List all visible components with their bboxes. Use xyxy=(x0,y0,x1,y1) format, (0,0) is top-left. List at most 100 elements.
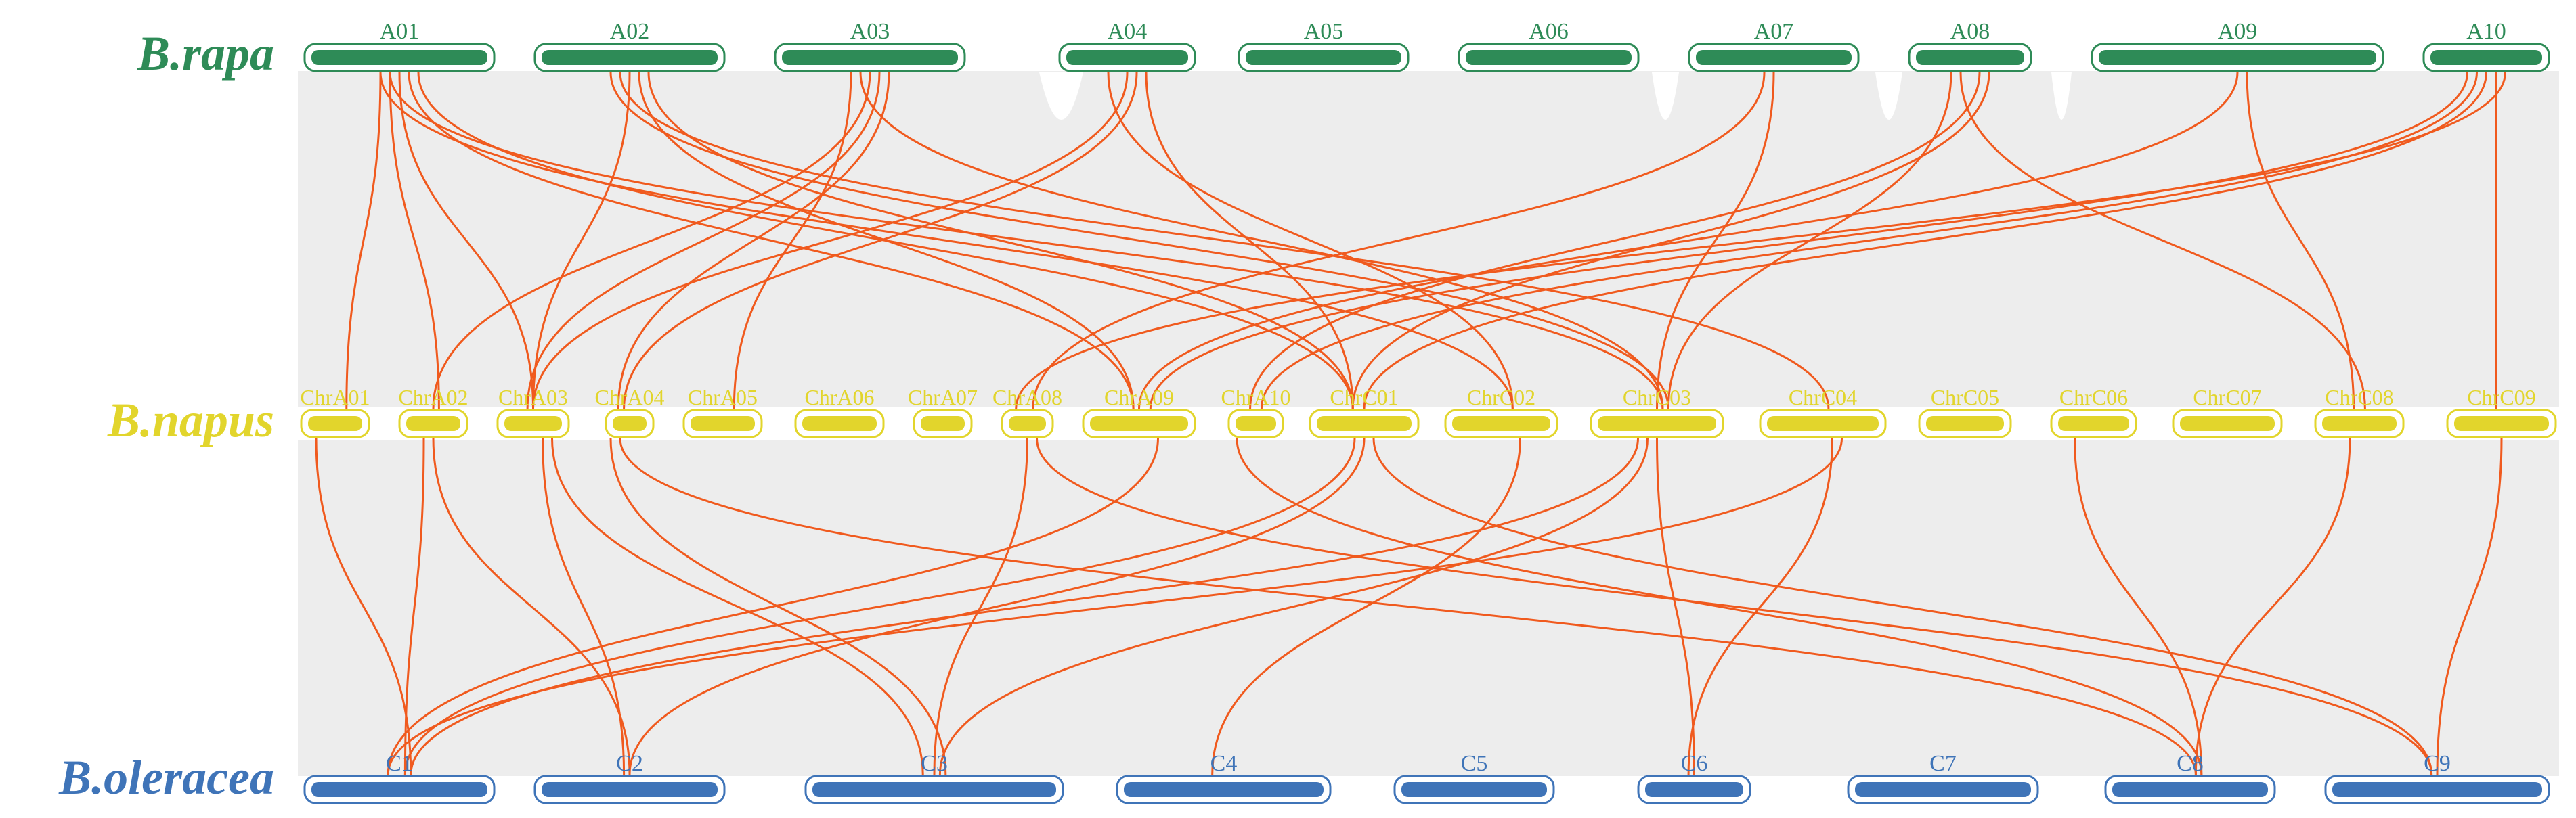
chromosome-bar-ChrA04 xyxy=(613,416,647,431)
chromosome-bar-A09 xyxy=(2099,50,2376,65)
chromosome-label-A10: A10 xyxy=(2466,19,2506,44)
chromosome-label-C2: C2 xyxy=(616,751,643,776)
rapa-napus-link-A04-ChrC01 xyxy=(1145,72,1354,409)
napus-oleracea-link-ChrC01-C9 xyxy=(1372,438,2433,775)
chromosome-label-ChrC05: ChrC05 xyxy=(1931,385,1999,409)
rapa-napus-link-A08-ChrA10 xyxy=(1249,72,1981,409)
chromosome-label-A09: A09 xyxy=(2218,19,2258,44)
rapa-napus-link-A10-ChrA10 xyxy=(1260,72,2478,409)
chromosome-label-ChrA03: ChrA03 xyxy=(498,385,568,409)
chromosome-bar-C8 xyxy=(2112,782,2268,797)
chromosome-label-ChrA08: ChrA08 xyxy=(992,385,1062,409)
napus-oleracea-link-ChrA04-C3 xyxy=(609,438,947,775)
chromosome-bar-C9 xyxy=(2332,782,2542,797)
rapa-napus-link-A04-ChrC02 xyxy=(1107,72,1514,409)
chromosome-label-C6: C6 xyxy=(1681,751,1708,776)
rapa-napus-link-A07-ChrC03 xyxy=(1656,72,1775,409)
chromosome-label-ChrA04: ChrA04 xyxy=(594,385,664,409)
chromosome-bar-A04 xyxy=(1066,50,1188,65)
background-gap xyxy=(1039,72,1083,120)
species-label-napus: B.napus xyxy=(107,393,274,447)
napus-oleracea-link-ChrC09-C9 xyxy=(2436,438,2503,775)
rapa-napus-link-A03-ChrC03 xyxy=(859,72,1664,409)
chromosome-bar-ChrA06 xyxy=(802,416,877,431)
species-label-oleracea: B.oleracea xyxy=(59,750,274,804)
chromosome-label-C5: C5 xyxy=(1461,751,1488,776)
rapa-napus-link-A10-ChrC01 xyxy=(1363,72,2487,409)
chromosome-bar-A05 xyxy=(1246,50,1401,65)
chromosome-label-ChrA01: ChrA01 xyxy=(300,385,370,409)
napus-oleracea-link-ChrC03-C6 xyxy=(1656,438,1695,775)
chromosome-label-ChrC06: ChrC06 xyxy=(2059,385,2128,409)
chromosome-bar-ChrA10 xyxy=(1236,416,1276,431)
napus-oleracea-link-ChrC03-C1 xyxy=(410,438,1639,775)
rapa-napus-link-A03-ChrA05 xyxy=(733,72,852,409)
chromosome-label-A04: A04 xyxy=(1108,19,1148,44)
chromosome-label-A05: A05 xyxy=(1304,19,1344,44)
chromosome-label-ChrC09: ChrC09 xyxy=(2467,385,2535,409)
chromosome-bar-C1 xyxy=(311,782,487,797)
chromosome-bar-A01 xyxy=(311,50,487,65)
rapa-napus-link-A01-ChrC02 xyxy=(379,72,1514,409)
chromosome-label-C7: C7 xyxy=(1929,751,1957,776)
napus-oleracea-link-ChrA03-C3 xyxy=(551,438,924,775)
chromosome-label-ChrC08: ChrC08 xyxy=(2325,385,2393,409)
chromosome-label-ChrC07: ChrC07 xyxy=(2193,385,2261,409)
napus-oleracea-link-ChrA08-C9 xyxy=(1036,438,2433,775)
rapa-napus-link-A04-ChrA04 xyxy=(623,72,1138,409)
rapa-napus-link-A04-ChrA03 xyxy=(532,72,1129,409)
rapa-napus-link-A02-ChrA03 xyxy=(532,72,631,409)
chromosome-label-ChrA09: ChrA09 xyxy=(1104,385,1174,409)
chromosome-label-ChrA02: ChrA02 xyxy=(398,385,468,409)
chromosome-label-A02: A02 xyxy=(610,19,650,44)
rapa-napus-link-A01-ChrA03 xyxy=(398,72,534,409)
chromosome-bar-A10 xyxy=(2430,50,2542,65)
napus-oleracea-link-ChrC04-C1 xyxy=(387,438,1843,775)
chromosome-label-C1: C1 xyxy=(386,751,413,776)
chromosome-bar-A02 xyxy=(542,50,718,65)
chromosome-bar-A06 xyxy=(1466,50,1632,65)
chromosome-label-A03: A03 xyxy=(850,19,890,44)
napus-oleracea-link-ChrC04-C6 xyxy=(1687,438,1833,775)
chromosome-bar-ChrC07 xyxy=(2180,416,2275,431)
chromosome-bar-ChrC09 xyxy=(2454,416,2549,431)
chromosome-bar-ChrC03 xyxy=(1598,416,1716,431)
rapa-napus-link-A10-ChrA08 xyxy=(1015,72,2506,409)
chromosome-label-C4: C4 xyxy=(1210,751,1238,776)
napus-oleracea-link-ChrA04-C8 xyxy=(619,438,2197,775)
chromosome-label-ChrA10: ChrA10 xyxy=(1221,385,1290,409)
chromosome-label-ChrC01: ChrC01 xyxy=(1330,385,1398,409)
chromosome-bar-A03 xyxy=(782,50,958,65)
rapa-napus-link-A01-ChrC03 xyxy=(389,72,1664,409)
chromosome-bar-ChrC01 xyxy=(1317,416,1412,431)
chromosome-label-ChrC04: ChrC04 xyxy=(1789,385,1857,409)
chromosome-label-C3: C3 xyxy=(921,751,948,776)
chromosome-bar-ChrC04 xyxy=(1767,416,1879,431)
rapa-napus-link-A02-ChrC03 xyxy=(609,72,1669,409)
chromosome-bar-ChrA09 xyxy=(1090,416,1188,431)
chromosome-bar-ChrA08 xyxy=(1009,416,1046,431)
rapa-napus-link-A01-ChrA01 xyxy=(345,72,382,409)
rapa-napus-link-A09-ChrC08 xyxy=(2246,72,2355,409)
chromosome-label-A07: A07 xyxy=(1754,19,1794,44)
rapa-napus-link-A09-ChrA09 xyxy=(1138,72,2239,409)
chromosome-bar-ChrC06 xyxy=(2058,416,2129,431)
chromosome-bar-C5 xyxy=(1401,782,1547,797)
chromosome-bar-ChrA02 xyxy=(406,416,460,431)
chromosome-label-ChrA05: ChrA05 xyxy=(688,385,758,409)
napus-oleracea-link-ChrA08-C3 xyxy=(933,438,1028,775)
background-gap xyxy=(1875,72,1902,120)
napus-oleracea-link-ChrA09-C1 xyxy=(387,438,1159,775)
chromosome-label-A08: A08 xyxy=(1950,19,1990,44)
chromosome-label-C9: C9 xyxy=(2424,751,2451,776)
rapa-napus-link-A08-ChrC01 xyxy=(1351,72,1990,409)
napus-oleracea-link-ChrC02-C4 xyxy=(1211,438,1521,775)
napus-oleracea-link-ChrA02-C1 xyxy=(403,438,425,775)
chromosome-bar-A08 xyxy=(1916,50,2024,65)
napus-oleracea-link-ChrC08-C8 xyxy=(2194,438,2351,775)
chromosome-bar-ChrC08 xyxy=(2322,416,2397,431)
chromosome-bar-A07 xyxy=(1696,50,1852,65)
chromosome-label-A06: A06 xyxy=(1529,19,1569,44)
rapa-napus-link-A01-ChrA09 xyxy=(408,72,1135,409)
